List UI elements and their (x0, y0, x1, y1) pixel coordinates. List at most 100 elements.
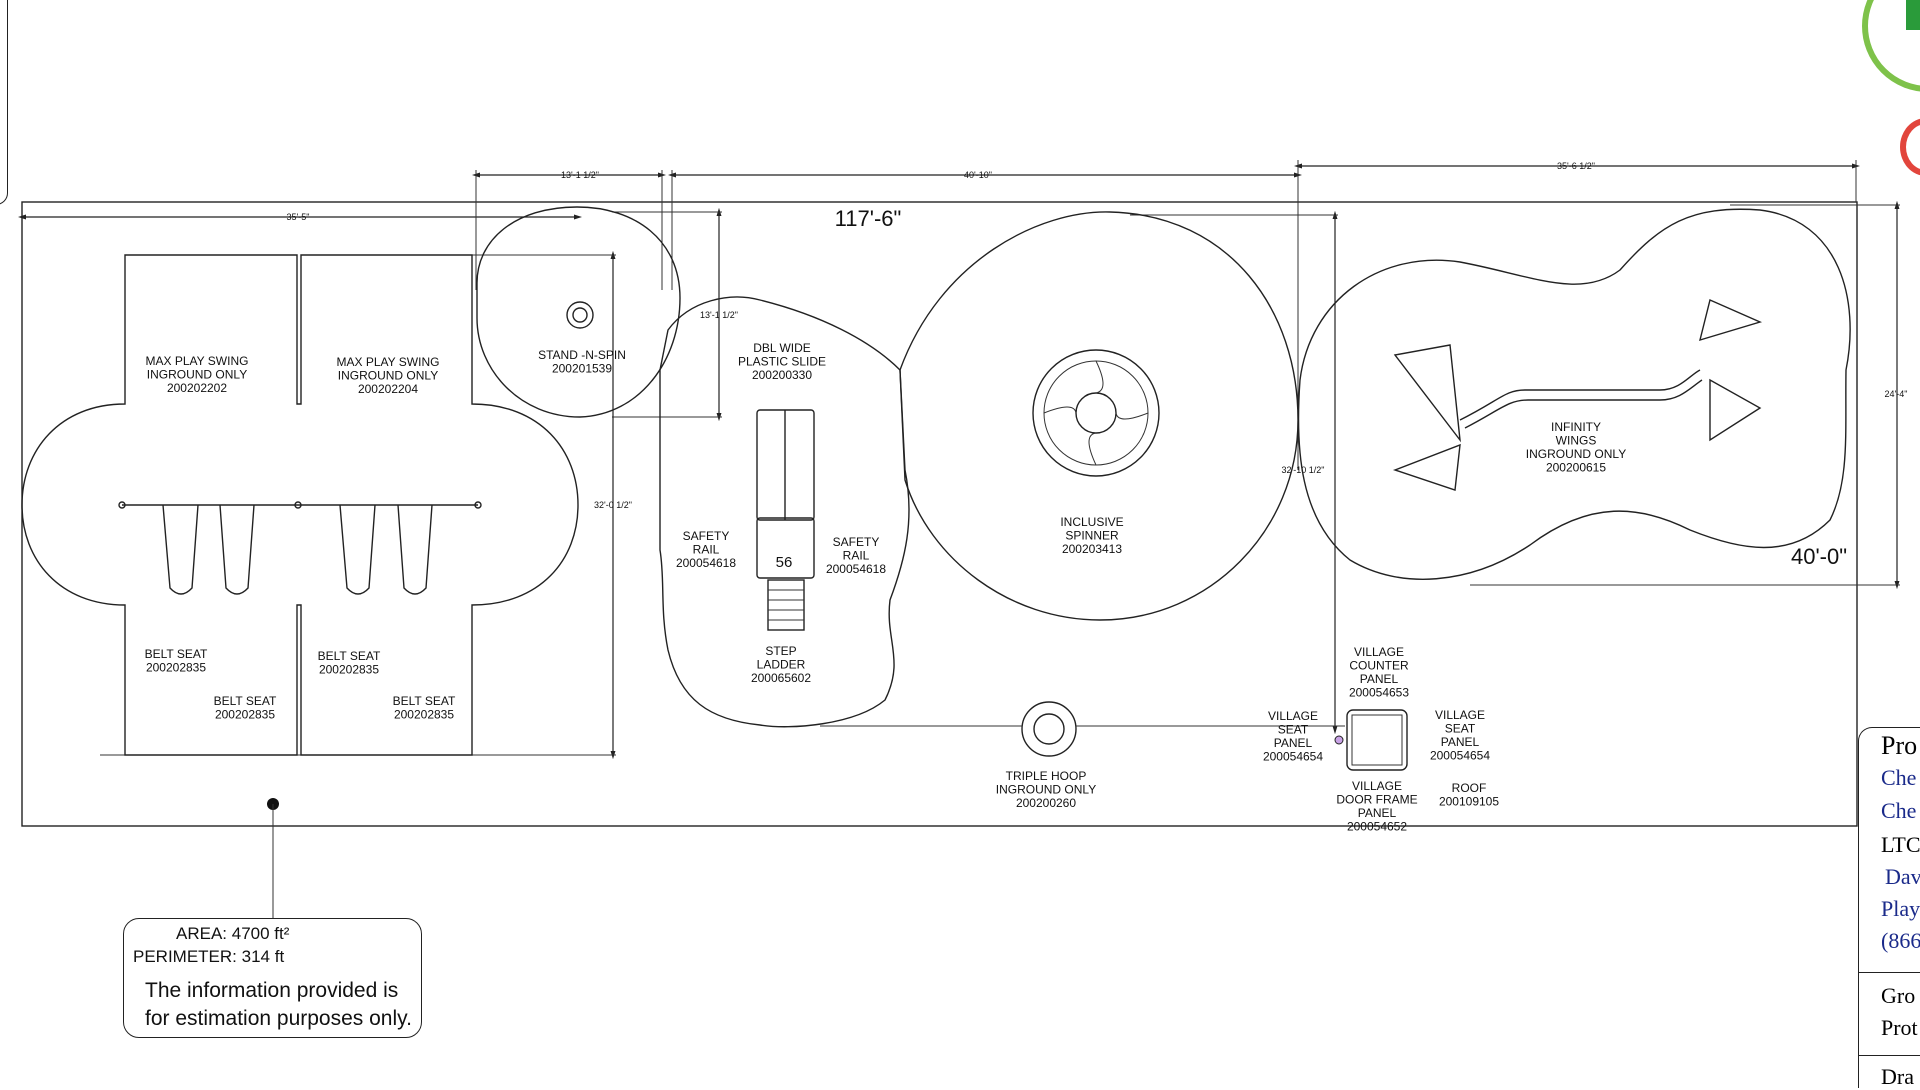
village-seat-left-line: SEAT (1278, 723, 1309, 737)
swing2-line: MAX PLAY SWING (337, 355, 440, 369)
village-door-line: PANEL (1358, 806, 1397, 820)
stand-n-spin-zone (476, 206, 681, 418)
area-value: 4700 ft² (231, 924, 290, 943)
spinner-use-zone (899, 211, 1299, 621)
wings-line: INFINITY (1551, 420, 1601, 434)
wings-use-zone (1297, 208, 1851, 580)
spinner-line: INCLUSIVE (1060, 515, 1123, 529)
slide-line: 200200330 (752, 368, 812, 382)
village-door-line: 200054652 (1347, 820, 1407, 834)
rail-right-line: SAFETY (833, 535, 880, 549)
village-door-line: VILLAGE (1352, 779, 1402, 793)
slide-line: PLASTIC SLIDE (738, 355, 826, 369)
tb-line-8: Gro (1881, 983, 1916, 1008)
dim-middle-label: 40'-10" (964, 170, 992, 180)
swing1-line: MAX PLAY SWING (146, 354, 249, 368)
perimeter-key: PERIMETER: (133, 947, 237, 966)
village-seat-left-line: PANEL (1274, 736, 1313, 750)
perimeter-row: PERIMETER: 314 ft (133, 947, 284, 967)
stand-n-spin-icon (566, 301, 594, 329)
village-icon (1334, 709, 1408, 771)
village-counter-line: PANEL (1360, 672, 1399, 686)
dim-right-label: 35'-6 1/2" (1557, 161, 1595, 171)
logo-mark-green (1906, 0, 1920, 30)
slide-use-zone (659, 296, 910, 728)
spinner-line: 200203413 (1062, 542, 1122, 556)
tb-line-1: Pro (1881, 731, 1918, 760)
dim-village-depth-label: 32'-10 1/2" (1282, 465, 1325, 475)
hoop-line: TRIPLE HOOP (1006, 769, 1087, 783)
village-seat-left-line: VILLAGE (1268, 709, 1318, 723)
wings-line: WINGS (1556, 434, 1597, 448)
swing-use-zone (21, 254, 579, 756)
tb-line-10: Dra (1881, 1064, 1914, 1089)
infinity-wings-icon (1392, 299, 1763, 491)
title-block: Pro Che Che LTC Dav Play (866 Gro Prot D… (1858, 727, 1920, 1089)
swing2-line: 200202204 (358, 382, 418, 396)
dim-spin-label: 13'-1 1/2" (561, 170, 599, 180)
overall-width-label: 40'-0" (1791, 544, 1847, 569)
spinner-icon (1032, 349, 1160, 477)
spin-line: 200201539 (552, 362, 612, 376)
rail-left-line: SAFETY (683, 529, 730, 543)
swing2-line: INGROUND ONLY (338, 369, 438, 383)
tb-line-5: Dav (1885, 864, 1920, 889)
slide-icon (756, 409, 815, 631)
ladder-line: 200065602 (751, 671, 811, 685)
dim-spin-depth-label: 13'-1 1/2" (700, 310, 738, 320)
spin-line: STAND -N-SPIN (538, 348, 626, 362)
dim-wings-depth-label: 24'-4" (1885, 389, 1908, 399)
swing-seats-right (339, 504, 433, 595)
swing1-line: 200202202 (167, 381, 227, 395)
village-door-line: DOOR FRAME (1336, 793, 1417, 807)
overall-length-label: 117'-6" (835, 206, 902, 231)
belt2-line: BELT SEAT (318, 649, 381, 663)
swing-seats-left (162, 504, 255, 595)
village-counter-line: 200054653 (1349, 686, 1409, 700)
village-seat-right-line: 200054654 (1430, 749, 1490, 763)
belt4-line: 200202835 (394, 708, 454, 722)
estimation-note: The information provided is for estimati… (145, 979, 412, 1030)
perimeter-value: 314 ft (241, 947, 285, 966)
hoop-line: 200200260 (1016, 796, 1076, 810)
info-box: AREA: 4700 ft² PERIMETER: 314 ft The inf… (123, 918, 422, 1038)
belt2-line: 200202835 (319, 663, 379, 677)
roof-line: ROOF (1452, 781, 1487, 795)
area-key: AREA: (176, 924, 228, 943)
village-seat-left-line: 200054654 (1263, 750, 1323, 764)
tb-line-9: Prot (1881, 1015, 1918, 1040)
wings-line: 200200615 (1546, 461, 1606, 475)
ladder-line: STEP (765, 644, 796, 658)
tb-line-7: (866 (1881, 928, 1920, 953)
dim-swing-depth-label: 32'-0 1/2" (594, 500, 632, 510)
rail-right-line: 200054618 (826, 562, 886, 576)
village-seat-right-line: VILLAGE (1435, 708, 1485, 722)
belt3-line: 200202835 (215, 708, 275, 722)
rail-left-line: RAIL (693, 543, 720, 557)
area-row: AREA: 4700 ft² (176, 924, 289, 944)
ladder-line: LADDER (757, 658, 806, 672)
hoop-line: INGROUND ONLY (996, 783, 1096, 797)
village-seat-right-line: PANEL (1441, 735, 1480, 749)
swing1-line: INGROUND ONLY (147, 368, 247, 382)
slide-line: DBL WIDE (753, 341, 811, 355)
tb-line-4: LTC (1881, 832, 1920, 857)
